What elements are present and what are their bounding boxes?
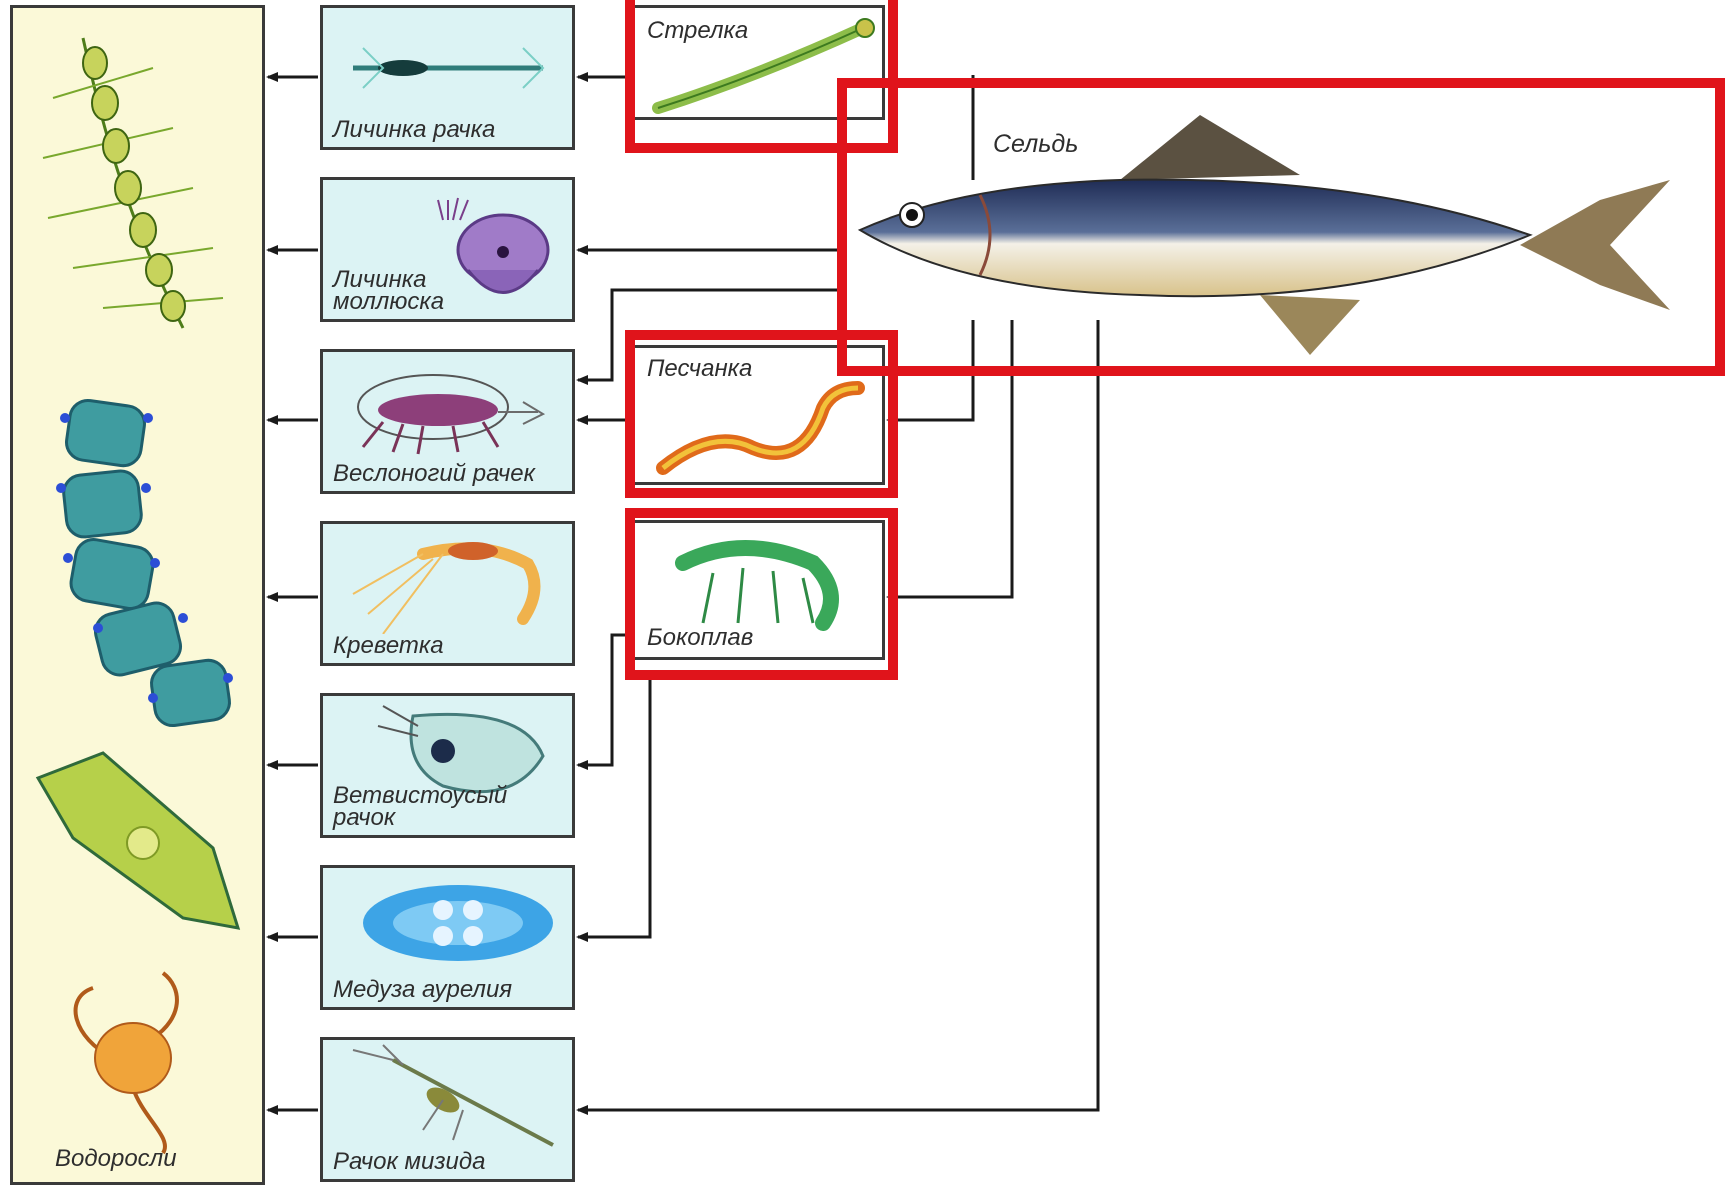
highlight-herring xyxy=(837,78,1725,376)
highlight-amphipod xyxy=(625,508,898,680)
